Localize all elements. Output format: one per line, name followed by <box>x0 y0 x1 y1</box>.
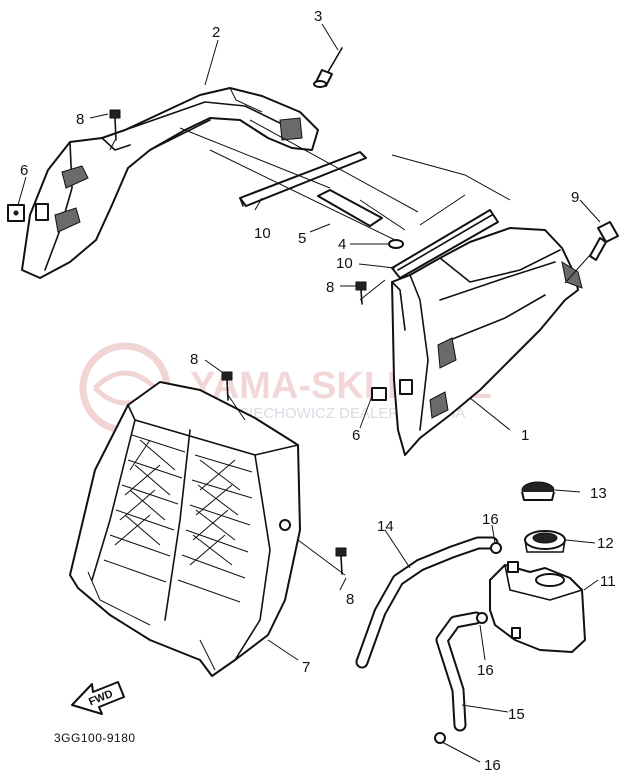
part-8-screw-d <box>335 547 347 575</box>
leader-lines <box>17 23 601 763</box>
callout-8-grille: 8 <box>190 351 198 368</box>
fwd-arrow-icon: FWD <box>71 681 125 715</box>
part-3-rivet <box>313 47 343 88</box>
callout-8-bottom: 8 <box>346 591 354 608</box>
part-11-reservoir-tank <box>489 561 586 653</box>
callout-12: 12 <box>597 535 614 552</box>
callout-16-top: 16 <box>482 511 499 528</box>
part-4-damper <box>388 239 404 249</box>
callout-6-right: 6 <box>352 427 360 444</box>
part-10-strip-lower <box>391 209 499 279</box>
part-14-hose <box>355 536 499 669</box>
part-16-clip-a <box>490 542 502 554</box>
callout-8-middle: 8 <box>326 279 334 296</box>
part-10-strip-upper <box>239 151 367 207</box>
part-8-screw-c <box>221 371 233 401</box>
part-15-hose <box>435 611 483 732</box>
callout-8-top: 8 <box>76 111 84 128</box>
part-12-cap-seal <box>524 530 566 553</box>
part-9-bolt <box>589 221 619 261</box>
callout-16-middle: 16 <box>477 662 494 679</box>
part-7-radiator-grille <box>69 381 301 677</box>
part-5-plate <box>317 189 383 227</box>
callout-3: 3 <box>314 8 322 25</box>
callout-16-bottom: 16 <box>484 757 501 774</box>
part-1-side-cover <box>391 227 583 456</box>
callout-labels: 1 2 3 4 5 6 6 7 8 8 8 8 9 10 10 11 12 13… <box>20 8 616 774</box>
callout-1: 1 <box>521 427 529 444</box>
part-13-cap <box>521 481 555 501</box>
callout-13: 13 <box>590 485 607 502</box>
diagram-code: 3GG100-9180 <box>54 731 136 745</box>
part-6-nut-right <box>371 379 413 401</box>
callout-7: 7 <box>302 659 310 676</box>
callout-10-lower: 10 <box>336 255 353 272</box>
callout-5: 5 <box>298 230 306 247</box>
callout-4: 4 <box>338 236 346 253</box>
part-16-clip-c <box>434 732 446 744</box>
part-8-screw-b <box>355 281 367 305</box>
assembly-lines <box>109 119 591 576</box>
callout-15: 15 <box>508 706 525 723</box>
callout-14: 14 <box>377 518 394 535</box>
callout-6-left: 6 <box>20 162 28 179</box>
part-6-nut-left <box>7 203 49 222</box>
callout-10-upper: 10 <box>254 225 271 242</box>
callout-11: 11 <box>600 573 616 590</box>
part-8-screw-a <box>109 109 121 141</box>
callout-2: 2 <box>212 24 220 41</box>
callout-9: 9 <box>571 189 579 206</box>
part-2-bracket <box>21 87 319 279</box>
part-16-clip-b <box>476 612 488 624</box>
